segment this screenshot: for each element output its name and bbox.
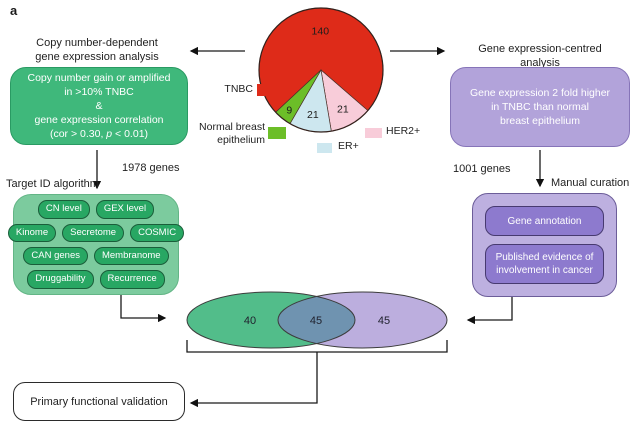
legend-tnbc-label: TNBC <box>224 83 253 95</box>
pill-gex-level: GEX level <box>95 200 155 219</box>
legend-normal-line2: epithelium <box>217 133 265 146</box>
pie-value-label: 9 <box>286 104 292 116</box>
gene-expression-criteria-box: Gene expression 2 fold higher in TNBC th… <box>450 67 630 147</box>
connector-bracket-to-validation <box>189 352 318 408</box>
connector-algorithm-to-venn <box>120 295 167 323</box>
cor-p: p <box>106 128 113 141</box>
legend-er-swatch <box>317 143 332 153</box>
manual-curation-container: Gene annotation Published evidence of in… <box>472 193 617 297</box>
criteria-line3: & <box>95 99 103 112</box>
panel-label: a <box>10 3 18 18</box>
algorithm-row-3: CAN genes Membranome <box>17 247 175 266</box>
pill-membranome: Membranome <box>93 247 169 266</box>
legend-normal-swatch <box>268 127 286 139</box>
algorithm-row-1: CN level GEX level <box>17 200 175 219</box>
pill-cosmic: COSMIC <box>130 223 185 242</box>
venn-left-count: 40 <box>244 315 256 327</box>
evidence-line2: involvement in cancer <box>496 265 593 276</box>
venn-overlap-count: 45 <box>310 315 322 327</box>
gene-annotation-box: Gene annotation <box>485 206 604 236</box>
criteria-line1: Copy number gain or amplified <box>27 71 171 84</box>
venn-overlap-region <box>278 292 355 348</box>
legend-tnbc-swatch <box>257 84 276 96</box>
left-analysis-title: Copy number-dependent gene expression an… <box>22 36 172 65</box>
pie-outline <box>258 7 384 133</box>
right-analysis-title: Gene expression-centred analysis <box>465 42 615 71</box>
pill-recurrence: Recurrence <box>99 270 165 289</box>
algorithm-row-2: Kinome Secretome COSMIC <box>7 223 185 242</box>
expression-line2: in TNBC than normal <box>491 100 589 113</box>
published-evidence-box: Published evidence of involvement in can… <box>485 244 604 284</box>
left-analysis-title-line1: Copy number-dependent <box>36 37 158 49</box>
left-analysis-title-line2: gene expression analysis <box>35 51 159 64</box>
venn-diagram: 40 45 45 <box>186 291 448 349</box>
venn-right-count: 45 <box>378 315 390 327</box>
right-analysis-title-line2: analysis <box>520 57 560 70</box>
legend-normal-line1: Normal breast <box>199 121 265 133</box>
pie-value-label: 140 <box>312 25 330 37</box>
legend-normal-label: Normal breast epithelium <box>193 121 265 146</box>
pill-can-genes: CAN genes <box>23 247 88 266</box>
cor-pre: (cor > 0.30, <box>49 128 107 141</box>
primary-functional-validation-box: Primary functional validation <box>13 382 185 421</box>
copy-number-criteria-box: Copy number gain or amplified in >10% TN… <box>10 67 188 145</box>
pill-cn-level: CN level <box>37 200 90 219</box>
pie-value-label: 21 <box>337 103 349 115</box>
cor-post: < 0.01) <box>112 128 149 141</box>
pie-chart: 140 21 21 9 <box>258 7 384 133</box>
right-gene-count: 1001 genes <box>453 163 511 175</box>
left-gene-count: 1978 genes <box>122 162 180 174</box>
evidence-line1: Published evidence of <box>495 252 594 263</box>
algorithm-row-4: Druggability Recurrence <box>17 270 175 289</box>
manual-curation-label: Manual curation <box>551 177 630 189</box>
legend-her2-label: HER2+ <box>386 125 421 137</box>
target-id-algorithm-container: CN level GEX level Kinome Secretome COSM… <box>7 194 185 295</box>
connector-curation-to-venn <box>466 297 513 325</box>
criteria-line5: (cor > 0.30, p < 0.01) <box>17 127 181 141</box>
expression-line1: Gene expression 2 fold higher <box>469 86 611 99</box>
expression-line3: breast epithelium <box>500 115 580 128</box>
legend-er-label: ER+ <box>338 140 359 152</box>
criteria-line2: in >10% TNBC <box>64 85 134 98</box>
right-analysis-title-line1: Gene expression-centred <box>478 43 602 55</box>
pie-value-label: 21 <box>307 109 319 121</box>
criteria-line4: gene expression correlation <box>34 114 164 127</box>
pill-kinome: Kinome <box>7 223 57 242</box>
legend-her2-swatch <box>365 128 382 138</box>
pill-secretome: Secretome <box>62 223 125 242</box>
target-id-algorithm-label: Target ID algorithm <box>6 178 99 190</box>
pill-druggability: Druggability <box>27 270 94 289</box>
